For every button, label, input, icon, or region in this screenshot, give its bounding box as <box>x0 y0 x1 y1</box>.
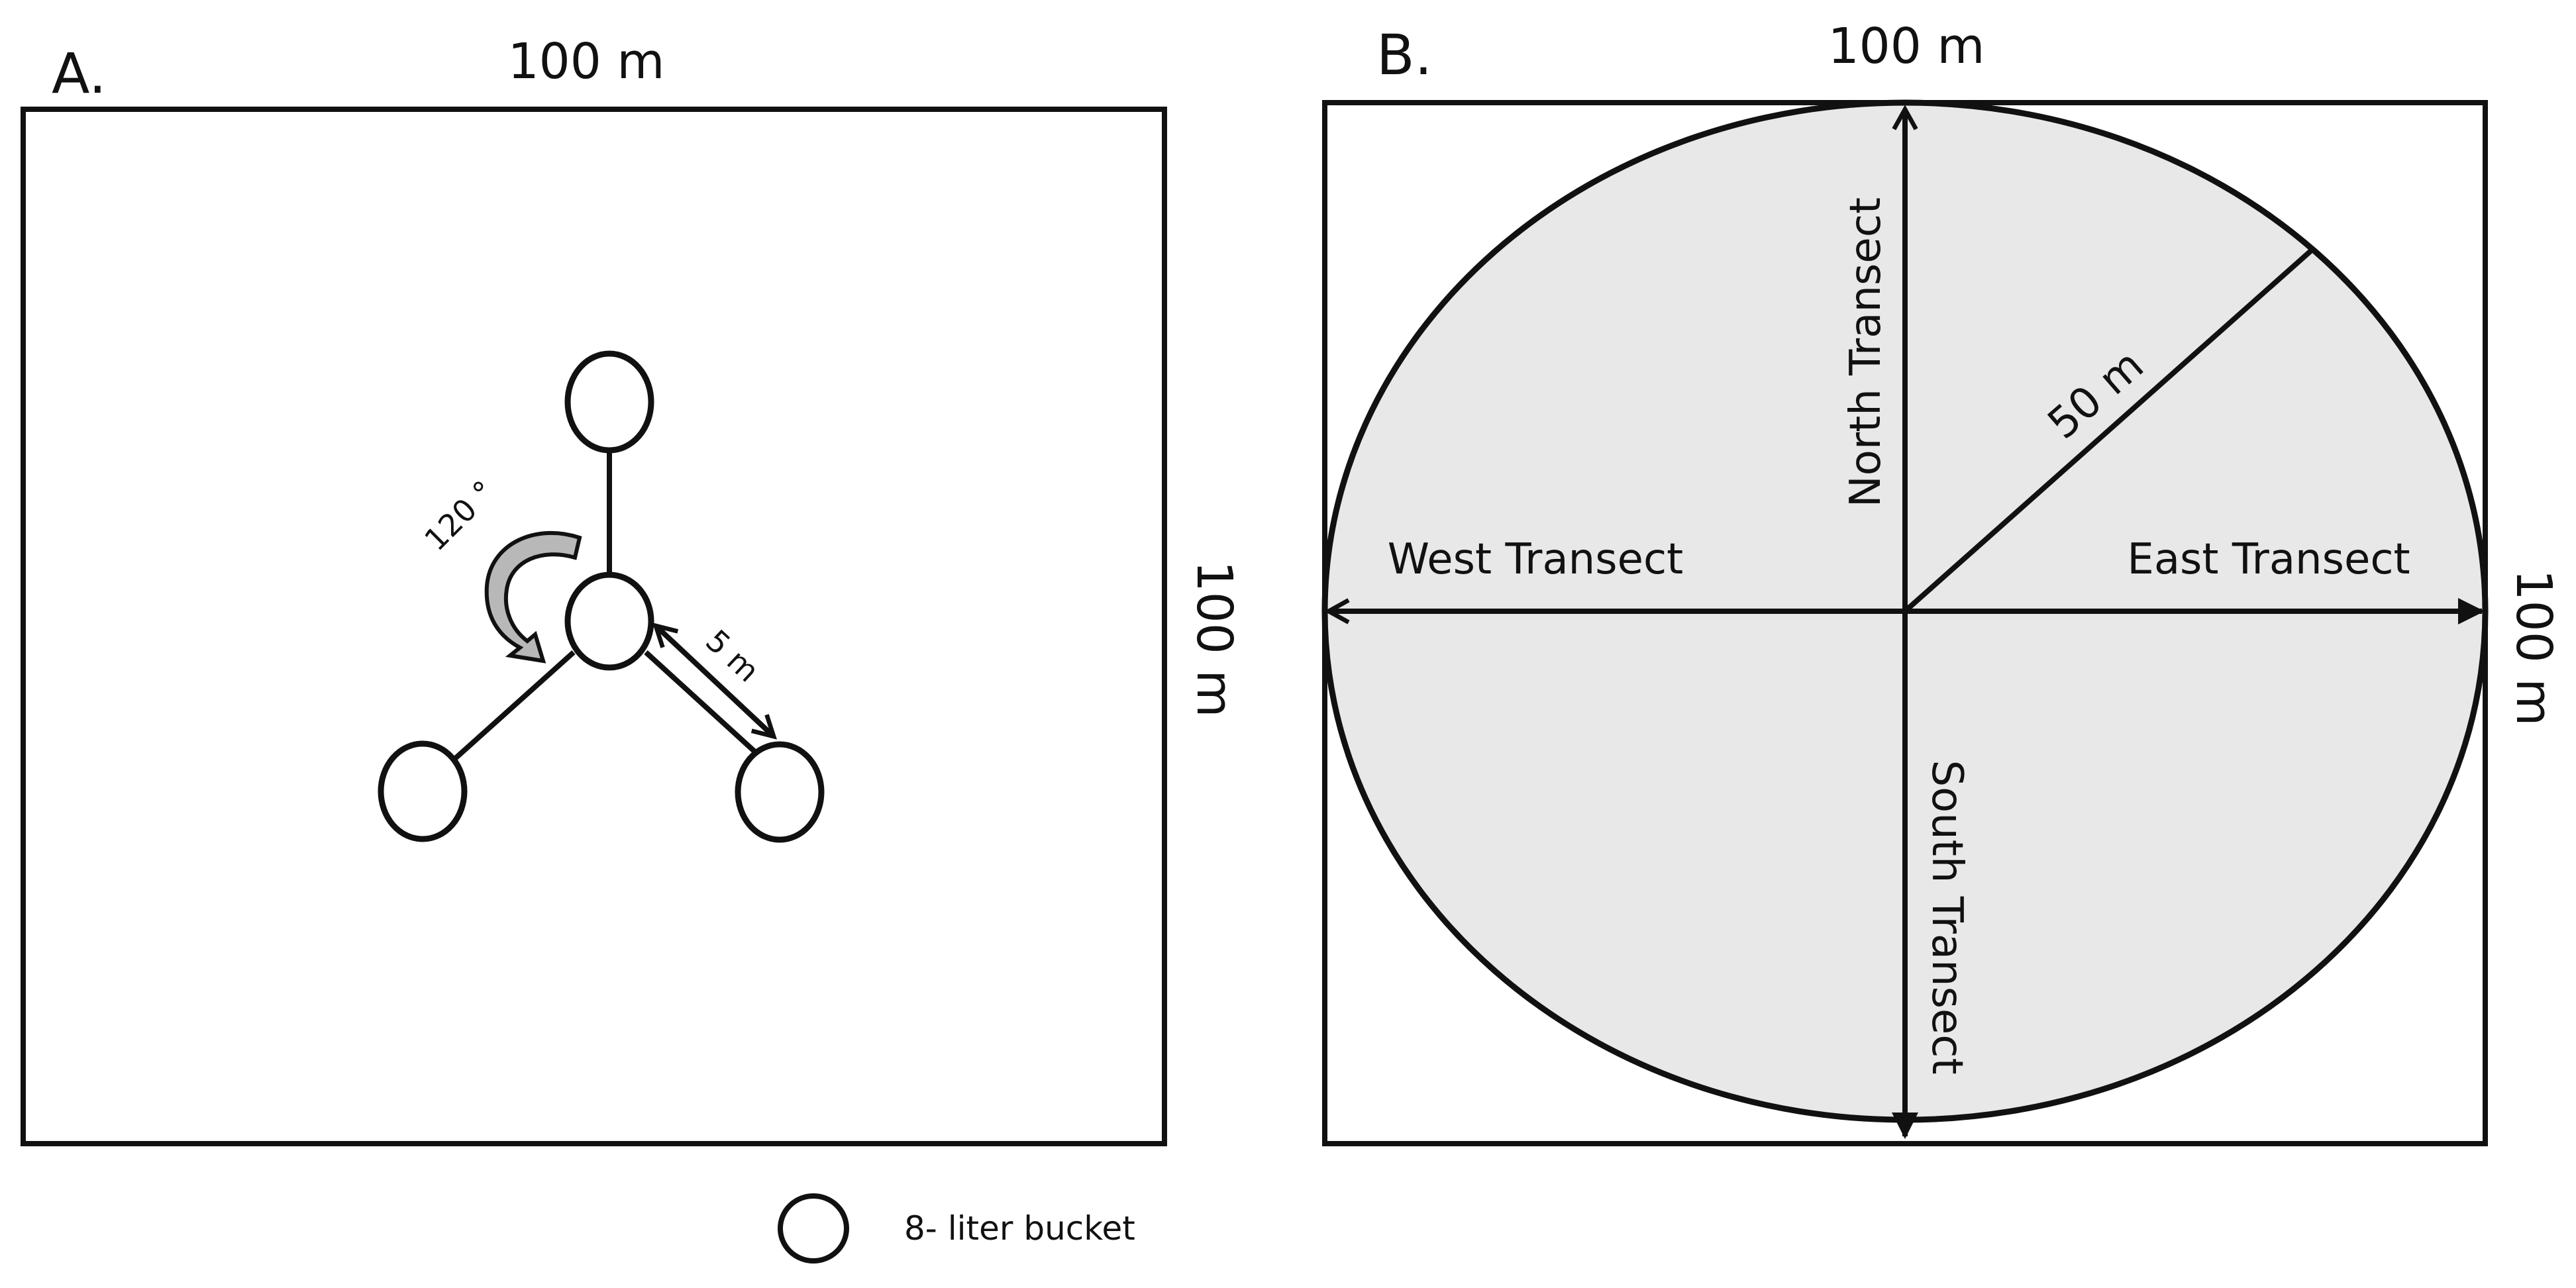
bucket-center <box>564 571 654 671</box>
panel-b: B. 100 m 100 m 50 m North Transect South… <box>1321 18 2562 1146</box>
legend-bucket-icon <box>778 1193 849 1263</box>
panel-b-label: B. <box>1376 23 1432 87</box>
rotation-arrow <box>484 530 582 664</box>
east-transect-label: East Transect <box>2127 535 2410 584</box>
panel-b-side-dimension: 100 m <box>2505 570 2562 726</box>
radius-line <box>1903 246 2316 613</box>
panel-b-top-dimension: 100 m <box>1828 18 1985 75</box>
panel-a-top-dimension: 100 m <box>508 33 665 90</box>
bucket-southwest <box>378 740 468 842</box>
bucket-north <box>564 350 654 454</box>
panel-a-plot-boundary <box>21 107 1167 1146</box>
connector-southwest <box>450 650 576 764</box>
bucket-southeast <box>735 741 825 843</box>
spacing-arrow <box>656 626 774 736</box>
panel-a-label: A. <box>52 41 107 106</box>
legend-bucket-label: 8- liter bucket <box>904 1209 1135 1248</box>
legend: 8- liter bucket <box>778 1193 1135 1263</box>
panel-a: A. 100 m 100 m 5 m 120 ° <box>21 33 1243 1146</box>
angle-label: 120 ° <box>417 473 501 558</box>
panel-a-side-dimension: 100 m <box>1186 561 1243 718</box>
west-transect-label: West Transect <box>1388 535 1683 584</box>
north-transect-label: North Transect <box>1841 197 1890 507</box>
south-transect-label: South Transect <box>1922 760 1971 1074</box>
